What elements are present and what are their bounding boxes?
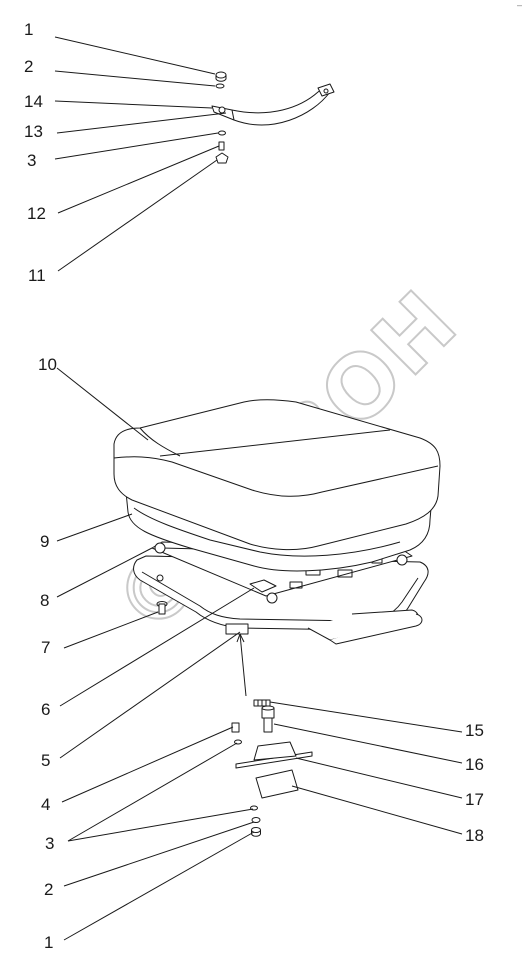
strap-bracket-14 [211,83,335,126]
bolt-7 [156,601,168,615]
washer-2-top [215,83,225,89]
label-7: 7 [41,638,50,657]
label-8: 8 [40,591,49,610]
cover-plate-17 [235,741,313,769]
washer-3-top [218,130,226,136]
label-2-bottom: 2 [44,880,53,899]
label-2-top: 2 [24,57,33,76]
label-11: 11 [28,266,46,285]
bolt-top [218,141,225,151]
label-10: 10 [38,355,57,374]
label-16: 16 [465,755,484,774]
label-17: 17 [465,790,484,809]
label-18: 18 [465,826,484,845]
threaded-pin-15 [253,699,271,707]
label-3-top: 3 [27,151,36,170]
nut-11 [215,152,229,164]
label-5: 5 [41,751,50,770]
label-4: 4 [41,795,50,814]
label-3-bottom: 3 [45,834,54,853]
label-14: 14 [24,92,43,111]
label-12: 12 [27,204,46,223]
seat-cushion-10 [113,399,441,551]
label-6: 6 [41,700,50,719]
label-1-top: 1 [24,20,33,39]
slide-rail-runner [307,609,423,645]
label-15: 15 [465,721,484,740]
cap-nut-1-bottom [251,827,261,837]
stud-bolt-16 [261,705,275,733]
cap-nut-1-top [215,71,227,82]
pad-18 [255,769,299,799]
label-13: 13 [24,122,43,141]
corner-mark: – [516,0,522,10]
label-1-bottom: 1 [44,933,53,952]
washer-2-bottom [251,817,261,823]
label-9: 9 [40,532,49,551]
